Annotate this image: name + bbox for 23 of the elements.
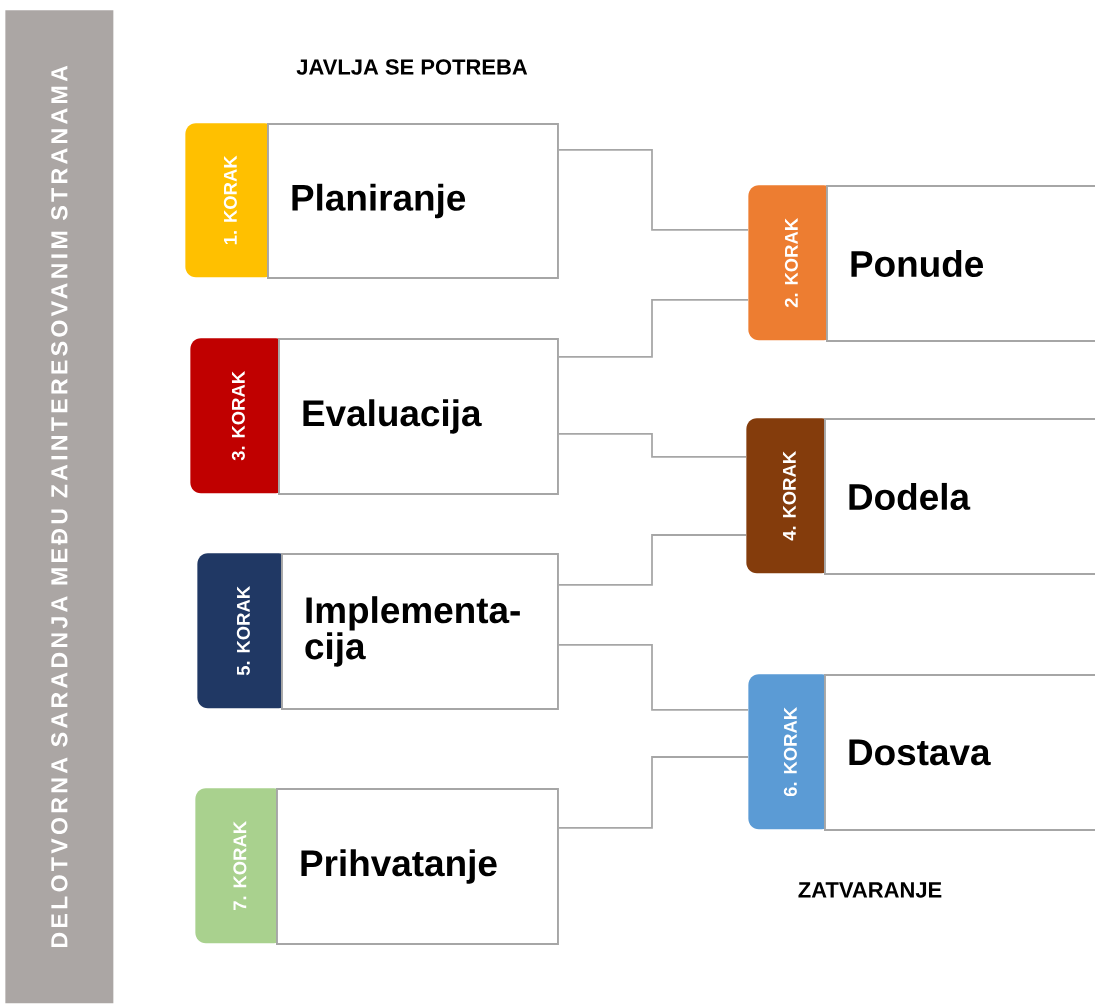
step-box: Dostava — [824, 674, 1095, 831]
step-box: Ponude — [826, 185, 1095, 342]
step-box: Dodela — [824, 418, 1095, 575]
step-box: Planiranje — [267, 123, 559, 279]
step-tab: 3. KORAK — [190, 338, 287, 494]
step-box: Evaluacija — [278, 338, 559, 495]
side-band: DELOTVORNA SARADNJA MEĐU ZAINTERESOVANIM STRANAMA — [5, 10, 114, 1004]
title: JAVLJA SE POTREBA — [296, 59, 528, 75]
step-tab: 6. KORAK — [748, 674, 833, 830]
step-tab: 5. KORAK — [197, 553, 290, 709]
step-tab: 1. KORAK — [185, 123, 276, 278]
connector-line — [558, 433, 747, 458]
step-box: Prihvatanje — [276, 788, 559, 945]
connector-line — [558, 299, 749, 358]
step-tab: 7. KORAK — [195, 788, 285, 944]
stage-label: ZATVARANJE — [798, 882, 942, 898]
step-box: Implementa-cija — [281, 553, 559, 710]
connector-line — [558, 756, 749, 829]
connector-line — [558, 644, 749, 711]
step-tab: 4. KORAK — [746, 418, 833, 574]
step-tab: 2. KORAK — [748, 185, 835, 341]
connector-line — [558, 149, 749, 231]
connector-line — [558, 534, 747, 586]
